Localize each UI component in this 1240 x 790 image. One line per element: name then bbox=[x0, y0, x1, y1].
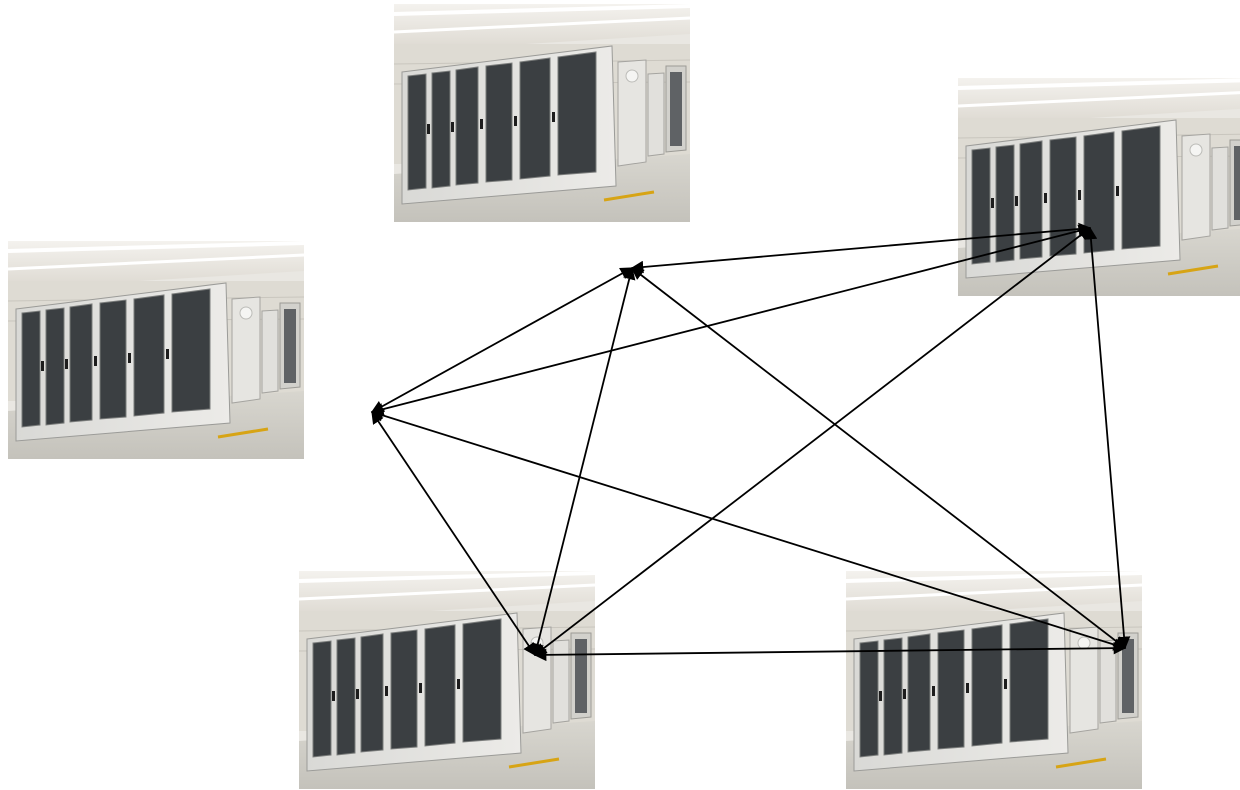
server-rack-photo-top-right bbox=[958, 78, 1240, 296]
link-arrow-server-rack-bottom-left-to-server-rack-top-right bbox=[534, 227, 1091, 656]
server-rack-photo-top bbox=[394, 4, 690, 222]
server-rack-photo-bottom-left bbox=[299, 571, 595, 789]
link-arrow-server-rack-top-to-server-rack-left bbox=[370, 267, 634, 413]
link-arrow-server-rack-left-to-server-rack-top-right bbox=[370, 224, 1092, 416]
server-rack-photo-left bbox=[8, 241, 304, 459]
server-rack-photo-bottom-right bbox=[846, 571, 1142, 789]
link-arrow-server-rack-bottom-left-to-server-rack-bottom-right bbox=[533, 641, 1127, 662]
link-arrow-server-rack-bottom-right-to-server-rack-top-right bbox=[1084, 226, 1131, 650]
